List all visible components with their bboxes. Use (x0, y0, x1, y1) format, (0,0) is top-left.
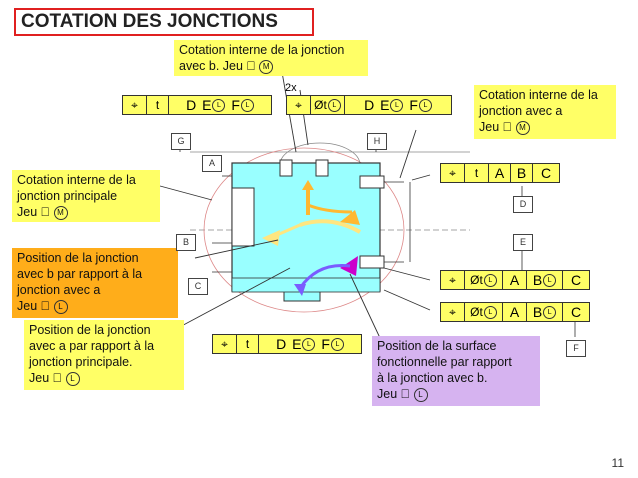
datum-e: E (513, 234, 533, 251)
position-symbol-icon: ⌖ (287, 96, 311, 114)
page-number: 11 (611, 456, 624, 470)
position-symbol-icon: ⌖ (123, 96, 147, 114)
datum-b: B (176, 234, 196, 251)
note-surface: Position de la surface fonctionnelle par… (372, 336, 540, 406)
note-position-a: Position de la jonction avec a par rappo… (24, 320, 184, 390)
position-symbol-icon: ⌖ (441, 303, 465, 321)
tolerance-frame-3: ⌖ t A B C (440, 163, 560, 183)
datum-f: F (566, 340, 586, 357)
page-title: COTATION DES JONCTIONS (14, 8, 314, 36)
datum-d: D (513, 196, 533, 213)
multiplier-label: 2x (285, 82, 297, 94)
datum-h: H (367, 133, 387, 150)
position-symbol-icon: ⌖ (213, 335, 237, 353)
note-position-b: Position de la jonction avec b par rappo… (12, 248, 178, 318)
note-a-internal: Cotation interne de la jonction avec a J… (474, 85, 616, 139)
note-b-internal: Cotation interne de la jonction avec b. … (174, 40, 368, 76)
datum-g: G (171, 133, 191, 150)
note-principal: Cotation interne de la jonction principa… (12, 170, 160, 222)
position-symbol-icon: ⌖ (441, 271, 465, 289)
position-symbol-icon: ⌖ (441, 164, 465, 182)
datum-c: C (188, 278, 208, 295)
datum-a: A (202, 155, 222, 172)
